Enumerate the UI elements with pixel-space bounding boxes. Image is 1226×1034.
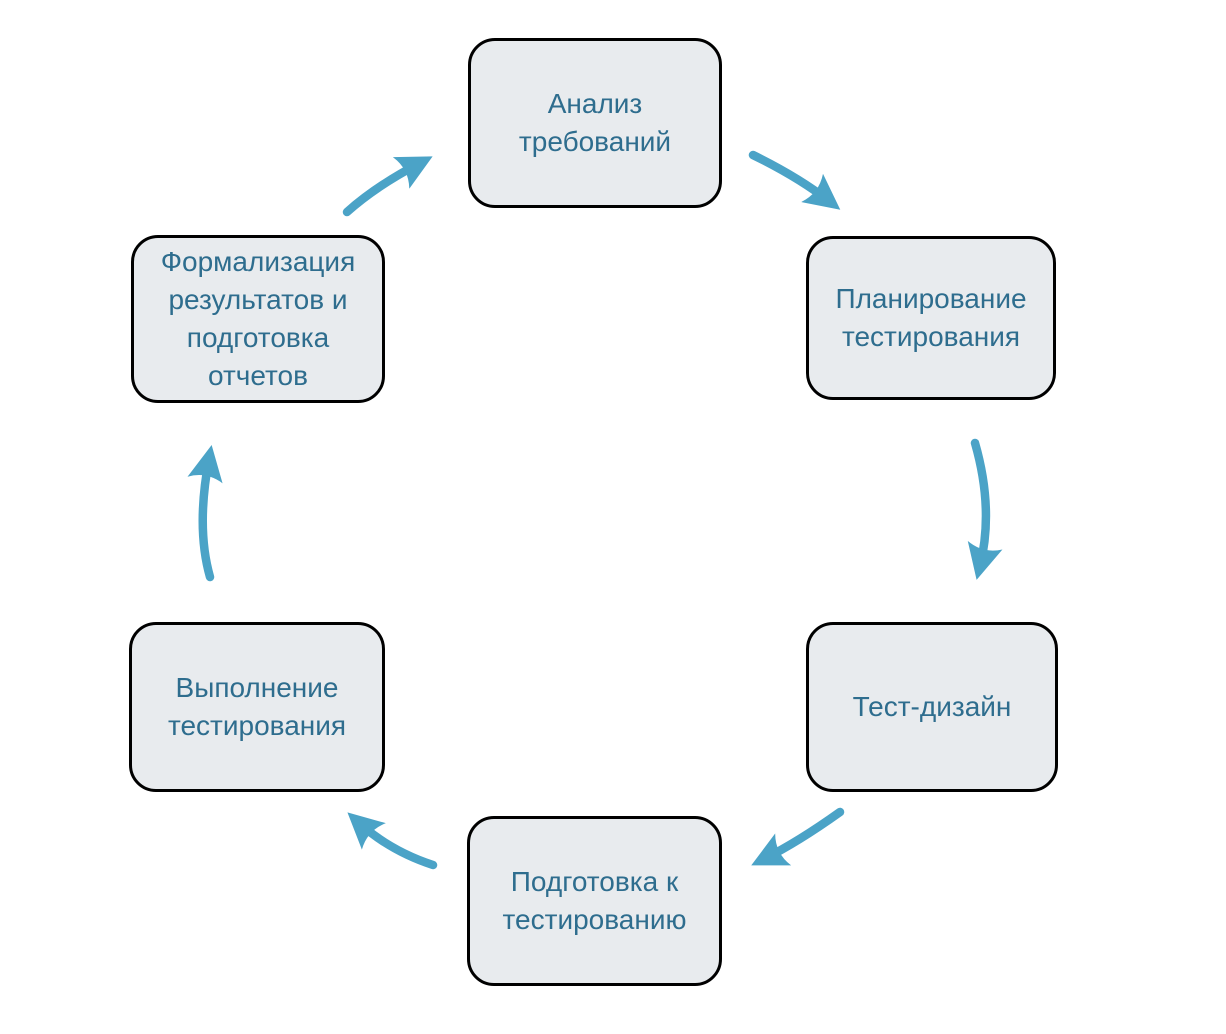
node-test-preparation: Подготовка к тестированию [467, 816, 722, 986]
node-test-execution: Выполнение тестирования [129, 622, 385, 792]
node-label: Формализация результатов и подготовка от… [160, 246, 356, 391]
node-results-formalization: Формализация результатов и подготовка от… [131, 235, 385, 403]
arrow-planning-to-test-design [967, 438, 1003, 580]
node-label: Выполнение тестирования [167, 672, 347, 741]
node-label: Анализ требований [518, 88, 672, 157]
arrow-test-design-to-preparation [751, 807, 845, 866]
arrow-preparation-to-execution [347, 812, 438, 870]
node-label: Планирование тестирования [835, 283, 1027, 352]
arrow-execution-to-formalization [187, 444, 223, 582]
arrow-analysis-to-planning [748, 150, 841, 210]
node-test-design: Тест-дизайн [806, 622, 1058, 792]
node-label: Тест-дизайн [852, 691, 1012, 722]
arrow-formalization-to-analysis [342, 156, 433, 217]
node-label: Подготовка к тестированию [502, 866, 687, 935]
node-requirements-analysis: Анализ требований [468, 38, 722, 208]
node-test-planning: Планирование тестирования [806, 236, 1056, 400]
